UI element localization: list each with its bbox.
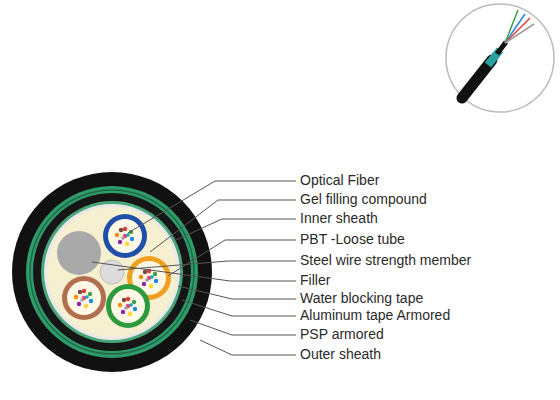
part-label: Outer sheath xyxy=(300,346,381,363)
part-label: Water blocking tape xyxy=(300,290,423,307)
part-label: Filler xyxy=(300,272,330,289)
part-label: Gel filling compound xyxy=(300,191,427,208)
part-label: Optical Fiber xyxy=(300,172,379,189)
cable-inset xyxy=(446,4,554,112)
part-label: PSP armored xyxy=(300,326,384,343)
part-label: Inner sheath xyxy=(300,210,378,227)
leader-lines xyxy=(92,181,296,355)
part-label: Steel wire strength member xyxy=(300,252,471,269)
cross-section xyxy=(12,172,212,372)
part-label: Aluminum tape Armored xyxy=(300,307,450,324)
part-label: PBT -Loose tube xyxy=(300,231,405,248)
